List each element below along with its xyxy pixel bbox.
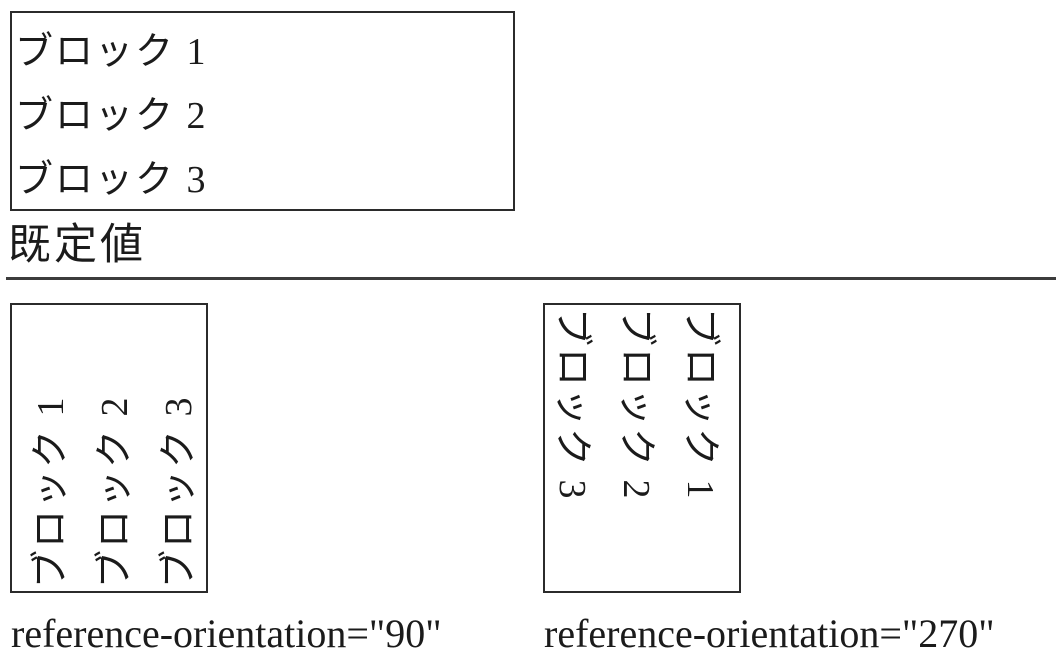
- rotated-270-content: ブロック 1 ブロック 2 ブロック 3: [545, 305, 739, 591]
- default-orientation-box: ブロック 1 ブロック 2 ブロック 3: [10, 11, 515, 211]
- block-line-3: ブロック 3: [158, 395, 200, 588]
- block-line-1: ブロック 1: [30, 395, 72, 588]
- block-line-2: ブロック 2: [94, 395, 136, 588]
- block-line-2: ブロック 2: [615, 308, 657, 501]
- block-line-1: ブロック 1: [679, 308, 721, 501]
- rotated-90-content: ブロック 1 ブロック 2 ブロック 3: [12, 305, 206, 591]
- block-line-1: ブロック 1: [15, 31, 208, 73]
- block-line-2: ブロック 2: [15, 95, 208, 137]
- rotated-270-box: ブロック 1 ブロック 2 ブロック 3: [543, 303, 741, 593]
- rotated-90-box: ブロック 1 ブロック 2 ブロック 3: [10, 303, 208, 593]
- block-line-3: ブロック 3: [15, 159, 208, 201]
- rotated-270-caption: reference-orientation="270": [544, 611, 995, 656]
- default-orientation-caption: 既定値: [8, 222, 146, 269]
- section-divider: [6, 277, 1056, 280]
- rotated-90-caption: reference-orientation="90": [11, 611, 442, 656]
- block-line-3: ブロック 3: [551, 308, 593, 501]
